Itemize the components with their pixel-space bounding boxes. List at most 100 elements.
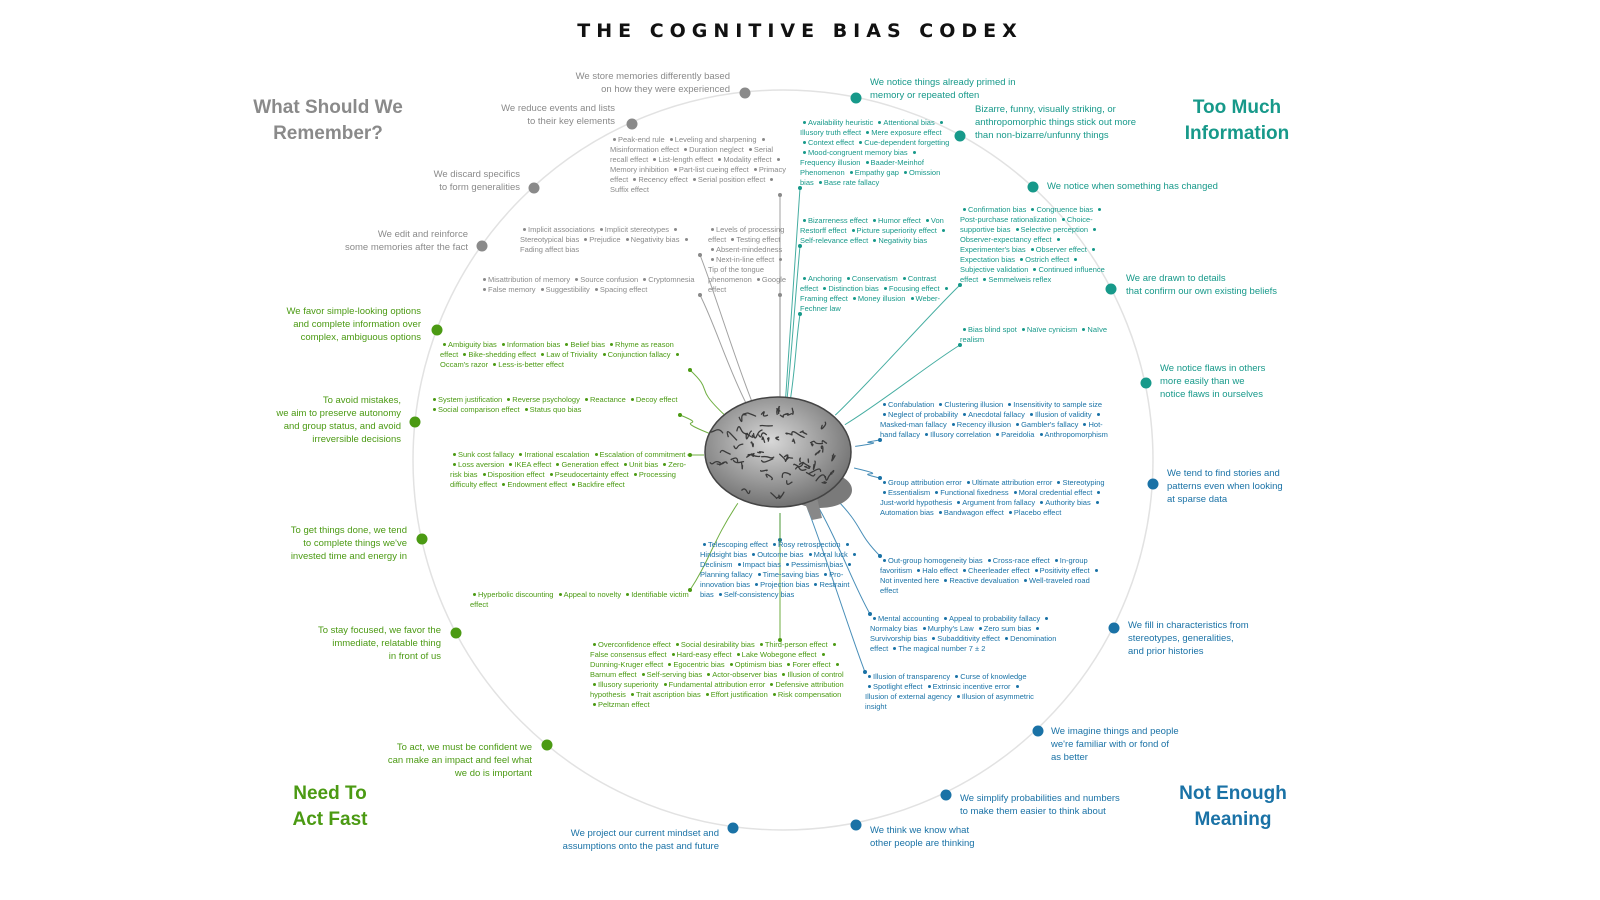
bias-label[interactable]: List-length effect — [650, 155, 713, 164]
bias-label[interactable]: Bike-shedding effect — [460, 350, 536, 359]
bias-label[interactable]: Disposition effect — [480, 470, 545, 479]
bias-label[interactable]: Reverse psychology — [504, 395, 580, 404]
bias-label[interactable]: Primacy effect — [610, 165, 786, 184]
bias-label[interactable]: Third-person effect — [757, 640, 828, 649]
bias-label[interactable]: Law of Triviality — [538, 350, 597, 359]
bias-label[interactable]: Part-list cueing effect — [671, 165, 749, 174]
bias-label[interactable]: Barnum effect — [590, 660, 841, 679]
category-dot[interactable] — [626, 118, 638, 130]
bias-label[interactable]: Belief bias — [562, 340, 605, 349]
bias-label[interactable]: Empathy gap — [847, 168, 899, 177]
category-dot[interactable] — [850, 92, 862, 104]
bias-label[interactable]: Illusion of asymmetric insight — [865, 692, 1034, 711]
bias-label[interactable]: Duration neglect — [681, 145, 744, 154]
bias-label[interactable]: Hot-hand fallacy — [880, 420, 1103, 439]
bias-label[interactable]: Pessimism bias — [783, 560, 843, 569]
bias-label[interactable]: Implicit stereotypes — [597, 225, 669, 234]
bias-label[interactable]: Hard-easy effect — [669, 650, 732, 659]
bias-label[interactable]: Illusory truth effect — [800, 118, 945, 137]
bias-label[interactable]: Outcome bias — [749, 550, 803, 559]
bias-label[interactable]: Anchoring — [800, 274, 842, 283]
bias-label[interactable]: Just-world hypothesis — [880, 488, 1102, 507]
bias-label[interactable]: Information bias — [499, 340, 560, 349]
bias-label[interactable]: Naïve realism — [960, 325, 1107, 344]
bias-label[interactable]: Cryptomnesia — [640, 275, 694, 284]
category-dot[interactable] — [528, 182, 540, 194]
bias-label[interactable]: Bias blind spot — [960, 325, 1017, 334]
bias-label[interactable]: Picture superiority effect — [849, 226, 937, 235]
bias-label[interactable]: Subjective validation — [960, 255, 1079, 274]
category-dot[interactable] — [416, 533, 428, 545]
bias-label[interactable]: Subadditivity effect — [929, 634, 1000, 643]
category-dot[interactable] — [541, 739, 553, 751]
bias-label[interactable]: Group attribution error — [880, 478, 962, 487]
bias-label[interactable]: Optimism bias — [727, 660, 783, 669]
bias-label[interactable]: Levels of processing effect — [708, 225, 785, 244]
bias-label[interactable]: Context effect — [800, 138, 854, 147]
bias-label[interactable]: Clustering illusion — [936, 400, 1003, 409]
bias-label[interactable]: Actor-observer bias — [704, 670, 777, 679]
category-dot[interactable] — [1105, 283, 1117, 295]
bias-label[interactable]: Telescoping effect — [700, 540, 768, 549]
bias-label[interactable]: Focusing effect — [881, 284, 940, 293]
bias-label[interactable]: Appeal to probability fallacy — [941, 614, 1040, 623]
bias-label[interactable]: Conjunction fallacy — [600, 350, 671, 359]
bias-label[interactable]: Negativity bias — [870, 236, 927, 245]
bias-label[interactable]: Irrational escalation — [516, 450, 589, 459]
bias-label[interactable]: Masked-man fallacy — [880, 410, 1102, 429]
bias-label[interactable]: Occam's razor — [440, 350, 681, 369]
bias-label[interactable]: Argument from fallacy — [954, 498, 1035, 507]
bias-label[interactable]: Confirmation bias — [960, 205, 1026, 214]
bias-label[interactable]: Framing effect — [800, 284, 950, 303]
category-dot[interactable] — [1140, 377, 1152, 389]
bias-label[interactable]: Effort justification — [703, 690, 768, 699]
bias-label[interactable]: Pro-innovation bias — [700, 570, 844, 589]
bias-label[interactable]: Well-traveled road effect — [880, 576, 1090, 595]
bias-label[interactable]: Time-saving bias — [755, 570, 819, 579]
bias-label[interactable]: Prejudice — [581, 235, 620, 244]
bias-label[interactable]: Mood-congruent memory bias — [800, 148, 908, 157]
bias-label[interactable]: Neglect of probability — [880, 410, 958, 419]
bias-label[interactable]: Defensive attribution hypothesis — [590, 680, 844, 699]
bias-label[interactable]: Availability heuristic — [800, 118, 873, 127]
bias-label[interactable]: Illusion of external agency — [865, 682, 1021, 701]
bias-label[interactable]: Cheerleader effect — [960, 566, 1030, 575]
category-dot[interactable] — [1032, 725, 1044, 737]
category-dot[interactable] — [431, 324, 443, 336]
bias-label[interactable]: Unit bias — [621, 460, 658, 469]
bias-label[interactable]: Moral luck — [806, 550, 848, 559]
bias-label[interactable]: Out-group homogeneity bias — [880, 556, 983, 565]
bias-label[interactable]: Fading affect bias — [520, 235, 690, 254]
bias-label[interactable]: Negativity bias — [623, 235, 680, 244]
bias-label[interactable]: Murphy's Law — [920, 624, 974, 633]
bias-label[interactable]: Anecdotal fallacy — [960, 410, 1025, 419]
bias-label[interactable]: Illusion of control — [779, 670, 843, 679]
bias-label[interactable]: Suffix effect — [610, 175, 775, 194]
bias-label[interactable]: System justification — [430, 395, 502, 404]
bias-label[interactable]: Authority bias — [1037, 498, 1090, 507]
bias-label[interactable]: Von Restorff effect — [800, 216, 944, 235]
bias-label[interactable]: Google effect — [708, 275, 787, 294]
bias-label[interactable]: Extrinsic incentive error — [925, 682, 1011, 691]
bias-label[interactable]: Attentional bias — [875, 118, 934, 127]
bias-label[interactable]: Serial position effect — [690, 175, 765, 184]
bias-label[interactable]: Status quo bias — [522, 405, 582, 414]
bias-label[interactable]: Self-serving bias — [639, 670, 702, 679]
bias-label[interactable]: Reactance — [582, 395, 626, 404]
bias-label[interactable]: Bandwagon effect — [936, 508, 1004, 517]
bias-label[interactable]: Essentialism — [880, 488, 930, 497]
bias-label[interactable]: Projection bias — [752, 580, 809, 589]
bias-label[interactable]: Social comparison effect — [430, 405, 520, 414]
bias-label[interactable]: IKEA effect — [506, 460, 551, 469]
bias-label[interactable]: Recency illusion — [949, 420, 1011, 429]
bias-label[interactable]: Survivorship bias — [870, 624, 1041, 643]
bias-label[interactable]: Mental accounting — [870, 614, 939, 623]
bias-label[interactable]: Overconfidence effect — [590, 640, 671, 649]
bias-label[interactable]: Cue-dependent forgetting — [856, 138, 949, 147]
bias-label[interactable]: Processing difficulty effect — [450, 470, 676, 489]
bias-label[interactable]: Self-consistency bias — [716, 590, 794, 599]
bias-label[interactable]: Conservatism — [844, 274, 898, 283]
bias-label[interactable]: Pseudocertainty effect — [547, 470, 629, 479]
bias-label[interactable]: Denomination effect — [870, 634, 1057, 653]
bias-label[interactable]: Placebo effect — [1006, 508, 1061, 517]
